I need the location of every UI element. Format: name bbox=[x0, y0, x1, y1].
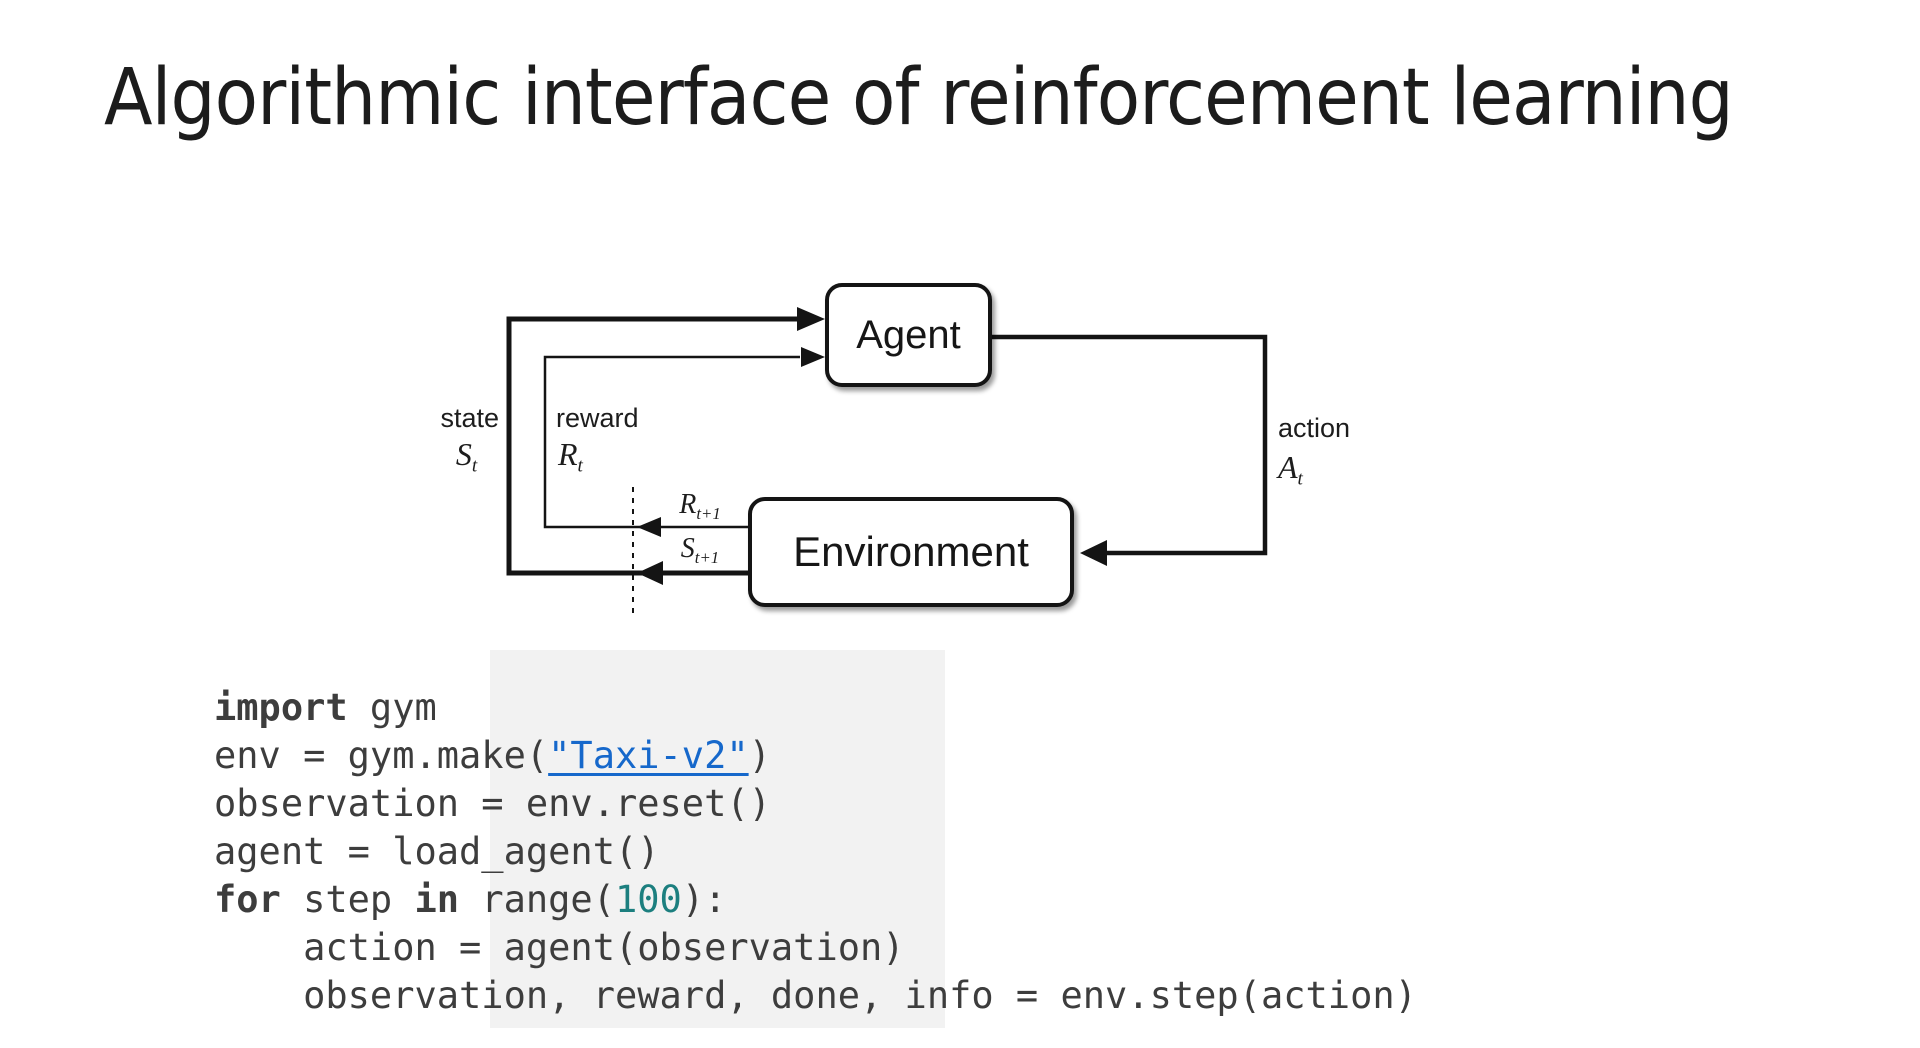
code-token: for bbox=[214, 878, 281, 921]
code-line: agent = load_agent() bbox=[214, 828, 1417, 876]
code-background-patch bbox=[490, 650, 945, 1028]
state-loop-line bbox=[506, 316, 800, 576]
agent-box: Agent bbox=[825, 283, 992, 387]
state-next-subscript: t+1 bbox=[694, 547, 720, 567]
reward-label: reward bbox=[556, 403, 639, 433]
state-arrowhead-into-agent-icon bbox=[797, 307, 825, 331]
code-line: for step in range(100): bbox=[214, 876, 1417, 924]
action-loop-line bbox=[992, 334, 1268, 556]
code-line: observation = env.reset() bbox=[214, 780, 1417, 828]
code-token: step bbox=[280, 878, 415, 921]
code-token: gym bbox=[347, 686, 437, 729]
action-label: action bbox=[1278, 413, 1351, 443]
state-next-symbol: St+1 bbox=[660, 533, 740, 568]
reward-next-var: R bbox=[679, 489, 697, 520]
agent-label: Agent bbox=[856, 312, 961, 357]
code-token: ) bbox=[748, 734, 771, 777]
action-subscript: t bbox=[1297, 468, 1303, 490]
code-token: in bbox=[414, 878, 460, 921]
reward-symbol: Rt bbox=[558, 436, 583, 478]
environment-label: Environment bbox=[793, 528, 1029, 575]
code-line: action = agent(observation) bbox=[214, 924, 1417, 972]
slide-title: Algorithmic interface of reinforcement l… bbox=[104, 53, 1734, 143]
action-arrowhead-into-environment-icon bbox=[1080, 540, 1107, 566]
reward-next-subscript: t+1 bbox=[696, 503, 721, 523]
taxi-v2-link[interactable]: "Taxi-v2" bbox=[548, 734, 749, 777]
reward-arrowhead-into-agent-icon bbox=[801, 347, 825, 367]
state-subscript: t bbox=[471, 455, 478, 477]
action-symbol: At bbox=[1278, 449, 1303, 491]
code-token: agent = load_agent() bbox=[214, 830, 660, 873]
state-label: state bbox=[440, 403, 499, 433]
code-token: 100 bbox=[614, 878, 682, 921]
code-token: env = gym.make( bbox=[214, 734, 549, 777]
reward-var: R bbox=[558, 436, 578, 472]
code-token: ): bbox=[681, 878, 727, 921]
code-token: range( bbox=[459, 878, 615, 921]
code-token: observation, reward, done, info = env.st… bbox=[214, 974, 1417, 1017]
state-var: S bbox=[455, 436, 472, 472]
state-next-var: S bbox=[680, 533, 695, 564]
code-token: action = agent(observation) bbox=[214, 926, 905, 969]
reward-subscript: t bbox=[577, 455, 583, 477]
action-var: A bbox=[1278, 449, 1298, 485]
code-line: import gym bbox=[214, 684, 1417, 732]
code-line: observation, reward, done, info = env.st… bbox=[214, 972, 1417, 1020]
code-line: env = gym.make("Taxi-v2") bbox=[214, 732, 1417, 780]
state-next-arrowhead-icon bbox=[637, 561, 663, 585]
reward-next-symbol: Rt+1 bbox=[660, 489, 740, 524]
reward-next-arrowhead-icon bbox=[637, 517, 661, 537]
environment-box: Environment bbox=[748, 497, 1074, 607]
code-token: observation = env.reset() bbox=[214, 782, 771, 825]
code-token: import bbox=[214, 686, 348, 729]
state-symbol: St bbox=[429, 436, 504, 478]
